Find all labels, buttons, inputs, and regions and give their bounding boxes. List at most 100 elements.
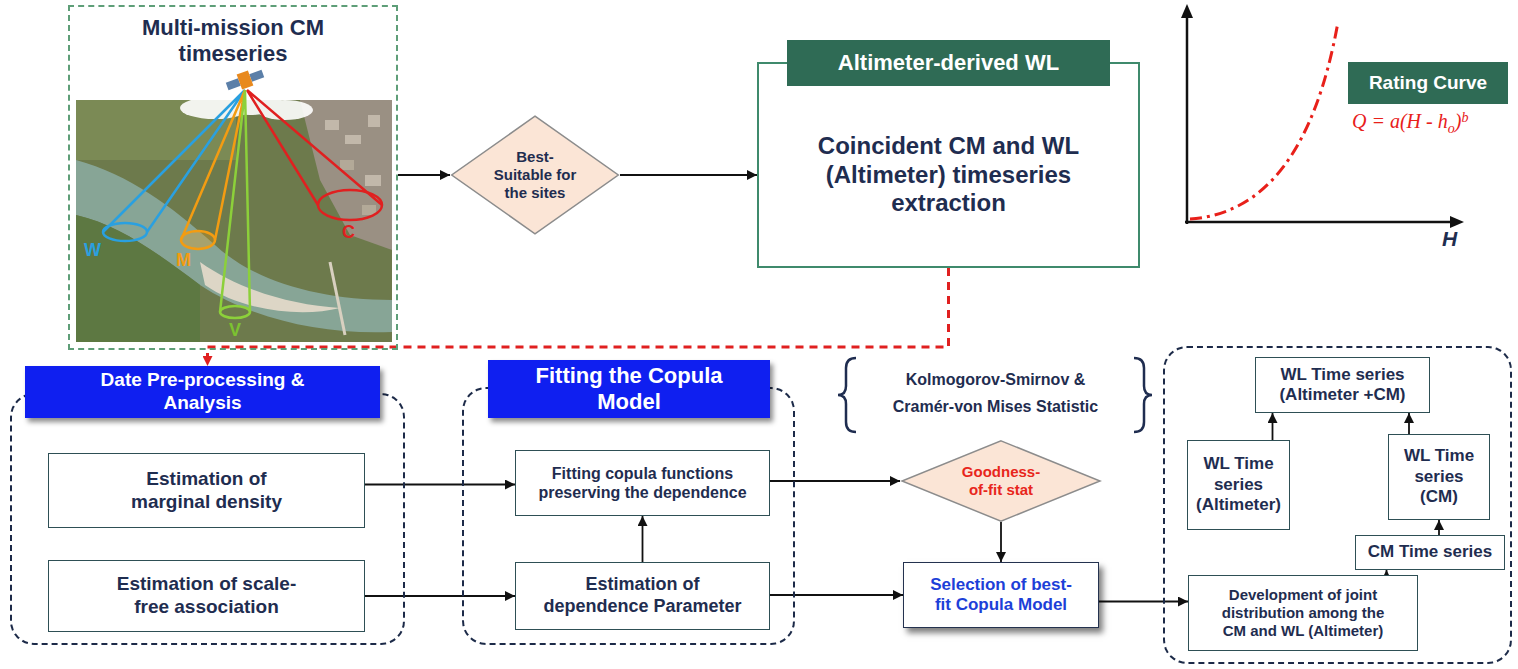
stage-region: Date Pre-processing & AnalysisEstimation… xyxy=(10,393,405,645)
formula-part: Q = a(H - h xyxy=(1352,110,1448,132)
axis-arrowhead xyxy=(1450,216,1464,228)
footprint xyxy=(181,231,215,249)
label-holder: M xyxy=(176,250,191,272)
diamond-shape xyxy=(452,116,619,234)
beam xyxy=(220,90,250,312)
header-text: Date Pre-processing & Analysis xyxy=(83,369,323,415)
stage-region: Fitting the Copula ModelFitting copula f… xyxy=(462,387,795,645)
flow-arrow xyxy=(1272,413,1274,440)
building xyxy=(362,205,376,215)
process-box: WL Time series (Altimeter +CM) xyxy=(1255,357,1430,413)
satellite-scene xyxy=(76,66,392,342)
building xyxy=(365,175,381,186)
node-text: Coincident CM and WL (Altimeter) timeser… xyxy=(784,132,1114,218)
label-holder: Kolmogorov-Smirnov & Cramér-von Mises St… xyxy=(883,366,1108,420)
header-bar: Date Pre-processing & Analysis xyxy=(25,366,380,418)
footprint-label: W xyxy=(84,240,101,262)
header-text: Fitting the Copula Model xyxy=(514,363,744,416)
header-text: Altimeter-derived WL xyxy=(838,50,1059,76)
node-text: CM Time series xyxy=(1368,542,1492,562)
formula-part: o xyxy=(1448,121,1455,136)
node-text: Rating Curve xyxy=(1369,72,1487,95)
flow-arrow xyxy=(770,480,900,482)
x-axis xyxy=(1185,221,1452,224)
dashed-flow-arrow xyxy=(208,268,949,366)
footprint-label: M xyxy=(176,250,191,272)
node-text: Estimation of marginal density xyxy=(112,468,302,514)
node-text: Estimation of scale-free association xyxy=(109,573,304,619)
node-text: WL Time series (CM) xyxy=(1395,446,1483,507)
label-holder: C xyxy=(342,222,355,244)
flow-arrow xyxy=(1000,522,1002,562)
footprint-label: C xyxy=(342,222,355,244)
satellite-body xyxy=(237,70,254,89)
formula: Q = a(H - ho)b xyxy=(1352,110,1468,137)
node-text: Development of joint distribution among … xyxy=(1216,586,1391,640)
process-box: Estimation of dependence Parameter xyxy=(515,562,770,630)
node-text: Goodness-of-fit stat xyxy=(956,463,1046,499)
diamond-shape xyxy=(902,441,1100,521)
building xyxy=(325,120,339,130)
flow-arrow xyxy=(770,594,903,596)
braces xyxy=(838,358,1152,432)
statistic-note: Kolmogorov-Smirnov & Cramér-von Mises St… xyxy=(883,366,1108,420)
footprint-label: V xyxy=(229,320,241,342)
result-box: Selection of best-fit Copula Model xyxy=(903,562,1099,628)
footprint xyxy=(103,223,147,241)
right-brace xyxy=(1134,358,1152,432)
node-text: WL Time series (Altimeter +CM) xyxy=(1263,365,1423,406)
node-text: Fitting copula functions preserving the … xyxy=(528,464,758,502)
dashed-panel: Multi-mission CM timeseries xyxy=(68,5,398,350)
solar-panel xyxy=(226,78,241,90)
axis-label: H xyxy=(1442,226,1457,251)
flow-arrow xyxy=(1408,413,1410,434)
header-bar: Altimeter-derived WL xyxy=(787,40,1110,86)
process-box: Estimation of marginal density xyxy=(48,453,365,528)
beam xyxy=(247,90,382,205)
cloud-puff xyxy=(257,100,313,120)
label-holder: H xyxy=(1442,226,1457,251)
process-box: Altimeter-derived WLCoincident CM and WL… xyxy=(757,62,1140,268)
decision-diamond: Goodness-of-fit stat xyxy=(900,440,1102,522)
flow-arrow xyxy=(398,174,450,176)
header-bar: Fitting the Copula Model xyxy=(488,360,770,418)
process-box: Fitting copula functions preserving the … xyxy=(515,450,770,516)
label-holder: V xyxy=(229,320,241,342)
process-box: CM Time series xyxy=(1355,535,1505,570)
bridge xyxy=(330,262,345,335)
process-box: WL Time series (Altimeter) xyxy=(1187,440,1290,530)
y-axis xyxy=(1186,16,1189,224)
satellite-icon xyxy=(224,66,265,94)
footprint xyxy=(220,306,250,318)
left-brace xyxy=(838,358,856,432)
decision-diamond: Best-Suitable for the sites xyxy=(450,115,620,235)
footprint xyxy=(318,190,382,220)
flow-arrow xyxy=(620,174,757,176)
flow-arrow xyxy=(1099,601,1188,603)
flow-arrow xyxy=(365,595,515,597)
rating-curve-plot xyxy=(1181,4,1464,228)
building xyxy=(368,115,380,127)
process-box: Estimation of scale-free association xyxy=(48,560,365,632)
node-text: Estimation of dependence Parameter xyxy=(538,574,748,617)
building xyxy=(345,135,361,144)
formula-part: ) xyxy=(1455,110,1462,132)
beam xyxy=(103,90,245,232)
axis-arrowhead xyxy=(1181,4,1193,18)
formula-part: b xyxy=(1461,110,1468,125)
building xyxy=(340,160,354,170)
terrain xyxy=(76,100,392,342)
output-region: WL Time series (Altimeter +CM) WL Time se… xyxy=(1163,346,1512,664)
rating-curve-line xyxy=(1190,22,1338,219)
field xyxy=(76,215,200,342)
flow-arrow xyxy=(1438,520,1440,535)
node-text: WL Time series (Altimeter) xyxy=(1195,454,1283,515)
node-text: Multi-mission CM timeseries xyxy=(118,15,348,68)
process-box: Development of joint distribution among … xyxy=(1188,575,1418,651)
node-text: Selection of best-fit Copula Model xyxy=(926,575,1076,616)
process-box: WL Time series (CM) xyxy=(1388,434,1490,520)
flow-arrow xyxy=(642,516,644,562)
flow-arrow xyxy=(365,484,515,486)
footprint-beams xyxy=(103,90,382,318)
